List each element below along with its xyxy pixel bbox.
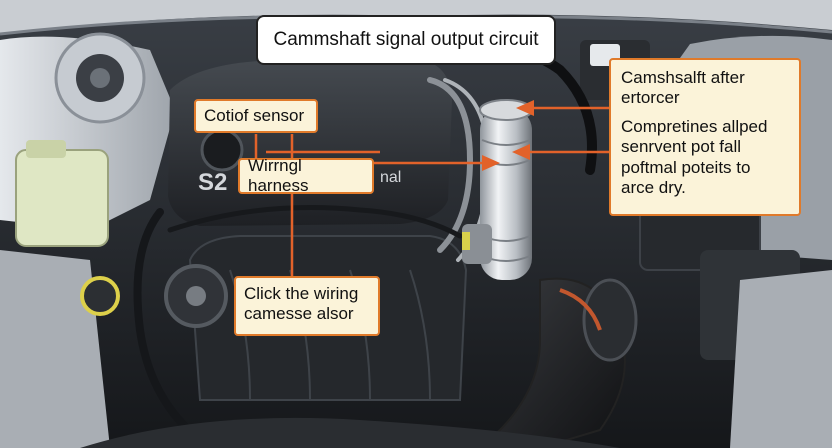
callout-desc-line-4: arce dry.: [621, 177, 686, 197]
callout-desc-line-2: senrvent pot fall: [621, 137, 742, 157]
callout-desc-line-3: poftmal poteits to: [621, 157, 751, 177]
callout-click-wiring: Click the wiring camesse alsor: [234, 276, 380, 336]
diagram-title: Cammshaft signal output circuit: [256, 15, 556, 65]
callout-arrowheads: [482, 100, 534, 171]
engine-cover-logo: S2: [198, 169, 227, 196]
callout-click-line-2: camesse alsor: [244, 304, 354, 324]
callout-wiring-harness: Wirrngl harness: [238, 156, 374, 195]
callout-camshaft-line-2: ertorcer: [621, 88, 680, 108]
callout-leader-lines: [254, 106, 609, 276]
callout-click-line-1: Click the wiring: [244, 284, 359, 303]
callout-camshaft-line-1: Camshsalft after: [621, 68, 745, 87]
callout-camshaft: Camshsalft after ertorcer Compretines al…: [609, 58, 801, 216]
engine-cover-suffix: nal: [380, 169, 401, 186]
callout-sensor: Cotiof sensor: [194, 99, 318, 133]
callout-desc-line-1: Compretines allped: [621, 116, 768, 136]
